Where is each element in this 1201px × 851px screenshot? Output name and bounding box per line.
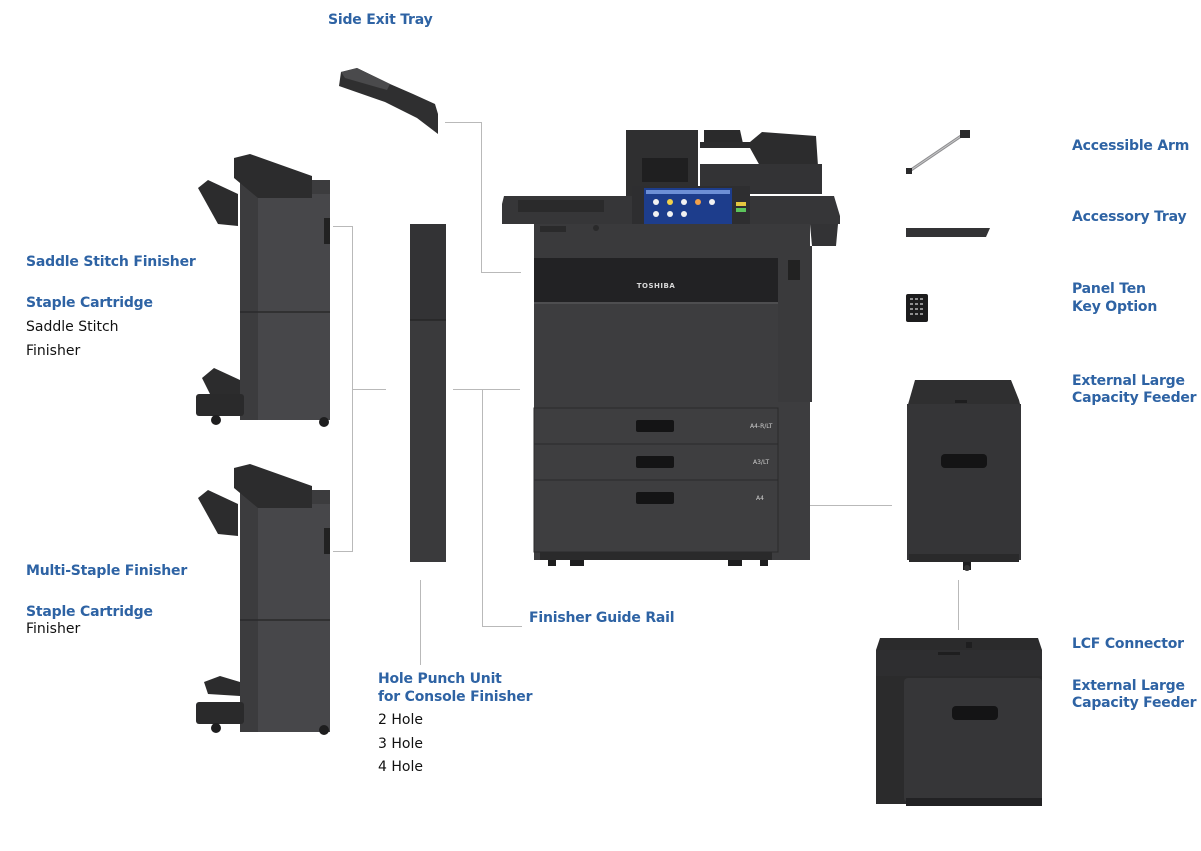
finisher-text-1: Finisher [26,343,81,359]
hole-option-2: 2 Hole [378,712,423,728]
saddle-stitch-finisher-label: Saddle Stitch Finisher [26,254,196,270]
hole-option-4: 4 Hole [378,759,423,775]
accessible-arm-label: Accessible Arm [1072,138,1190,154]
external-lcf-1-image [907,380,1021,571]
hole-option-3: 3 Hole [378,736,423,752]
drawer-label-3: A4 [756,495,764,502]
external-lcf-label-1-line1: External Large [1072,373,1185,389]
leader-line [453,389,520,390]
hole-punch-label-line1: Hole Punch Unit [378,671,502,687]
panel-ten-key-image [906,294,928,322]
panel-ten-key-label-line1: Panel Ten [1072,281,1146,297]
leader-line [482,389,483,627]
panel-ten-key-label-line2: Key Option [1072,299,1158,315]
accessory-tray-label: Accessory Tray [1072,209,1187,225]
finisher-text-2: Finisher [26,621,81,637]
hole-punch-label-line2: for Console Finisher [378,689,533,705]
accessory-tray-image [906,228,990,237]
leader-line [420,580,421,665]
side-exit-tray-label: Side Exit Tray [328,12,433,28]
multi-staple-finisher-label: Multi-Staple Finisher [26,563,188,579]
leader-line [800,505,892,506]
staple-cartridge-label-2: Staple Cartridge [26,604,153,620]
multi-staple-finisher-image [196,464,330,735]
leader-line [333,226,353,227]
drawer-label-1: A4-R/LT [750,423,773,430]
brand-logo: TOSHIBA [636,282,676,290]
staple-cartridge-label-1: Staple Cartridge [26,295,153,311]
external-lcf-label-2-line2: Capacity Feeder [1072,695,1197,711]
finisher-guide-rail-image [410,224,446,562]
finisher-guide-rail-label: Finisher Guide Rail [529,610,675,626]
leader-line [958,580,959,630]
saddle-stitch-text: Saddle Stitch [26,319,119,335]
side-exit-tray-image [339,68,438,134]
mfp-main-unit-image [502,130,840,566]
leader-line [445,122,482,123]
lcf-connector-label: LCF Connector [1072,636,1184,652]
accessible-arm-image [906,130,970,174]
saddle-stitch-finisher-image [196,154,330,427]
leader-line [333,551,353,552]
external-lcf-label-2-line1: External Large [1072,678,1185,694]
leader-line [481,272,521,273]
drawer-label-2: A3/LT [753,459,770,466]
leader-line [481,122,482,273]
external-lcf-2-image [876,638,1042,806]
leader-line [352,389,386,390]
external-lcf-label-1-line2: Capacity Feeder [1072,390,1197,406]
leader-line [482,626,522,627]
